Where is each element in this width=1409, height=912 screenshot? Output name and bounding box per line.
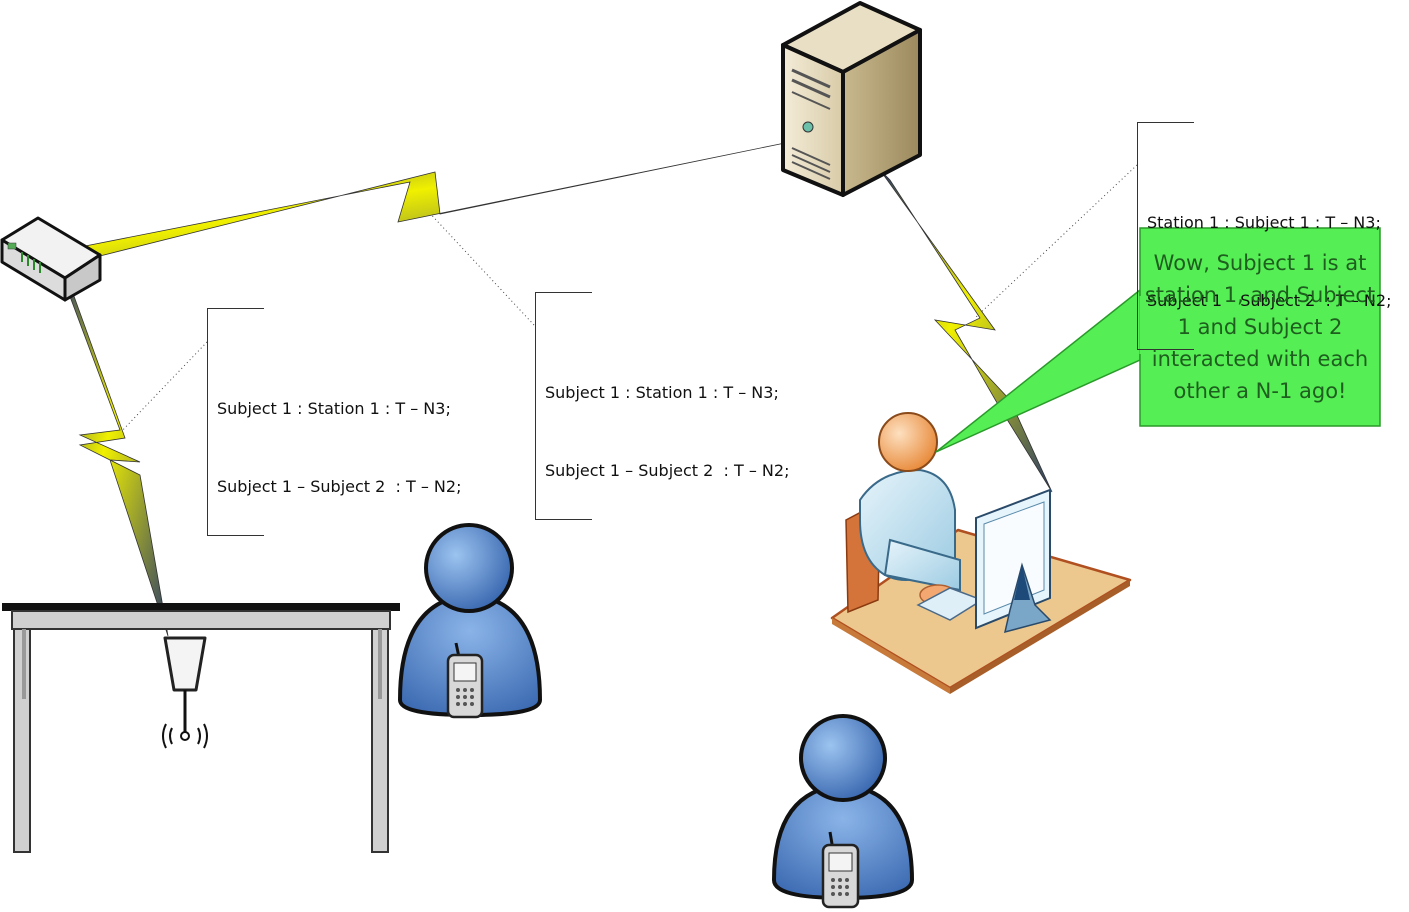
wireless-signal-icon bbox=[162, 723, 208, 749]
backbone-link-note: Subject 1 : Station 1 : T – N3; Subject … bbox=[535, 292, 790, 520]
note-line-1: Subject 1 : Station 1 : T – N3; bbox=[217, 399, 451, 418]
leader-line-router bbox=[117, 341, 208, 436]
phone-icon bbox=[446, 642, 484, 719]
speech-callout bbox=[935, 227, 1381, 453]
note-line-1: Station 1 : Subject 1 : T – N3; bbox=[1147, 213, 1381, 232]
sensor-icon bbox=[163, 636, 207, 741]
note-line-2: Subject 1 – Subject 2 : T – N2; bbox=[545, 461, 790, 480]
table-icon bbox=[2, 603, 400, 853]
user-icon bbox=[771, 714, 915, 909]
workstation-link-note: Station 1 : Subject 1 : T – N3; Subject … bbox=[1137, 122, 1392, 350]
workstation-user-icon bbox=[830, 412, 1132, 694]
note-bracket bbox=[207, 308, 264, 536]
callout-text: Wow, Subject 1 is at station 1, and Subj… bbox=[1144, 251, 1376, 403]
user-icon bbox=[397, 523, 543, 719]
note-bracket bbox=[1137, 122, 1194, 350]
leader-lines bbox=[117, 164, 1138, 436]
leader-line-workstation bbox=[974, 164, 1138, 319]
note-line-1: Subject 1 : Station 1 : T – N3; bbox=[545, 383, 779, 402]
note-line-2: Subject 1 – Subject 2 : T – N2; bbox=[1147, 291, 1392, 310]
server-icon bbox=[781, 1, 922, 197]
leader-line-backbone bbox=[424, 207, 535, 326]
phone-icon bbox=[821, 831, 860, 909]
router-link-note: Subject 1 : Station 1 : T – N3; Subject … bbox=[207, 308, 462, 536]
router-icon bbox=[0, 216, 102, 302]
note-bracket bbox=[535, 292, 592, 520]
note-line-2: Subject 1 – Subject 2 : T – N2; bbox=[217, 477, 462, 496]
